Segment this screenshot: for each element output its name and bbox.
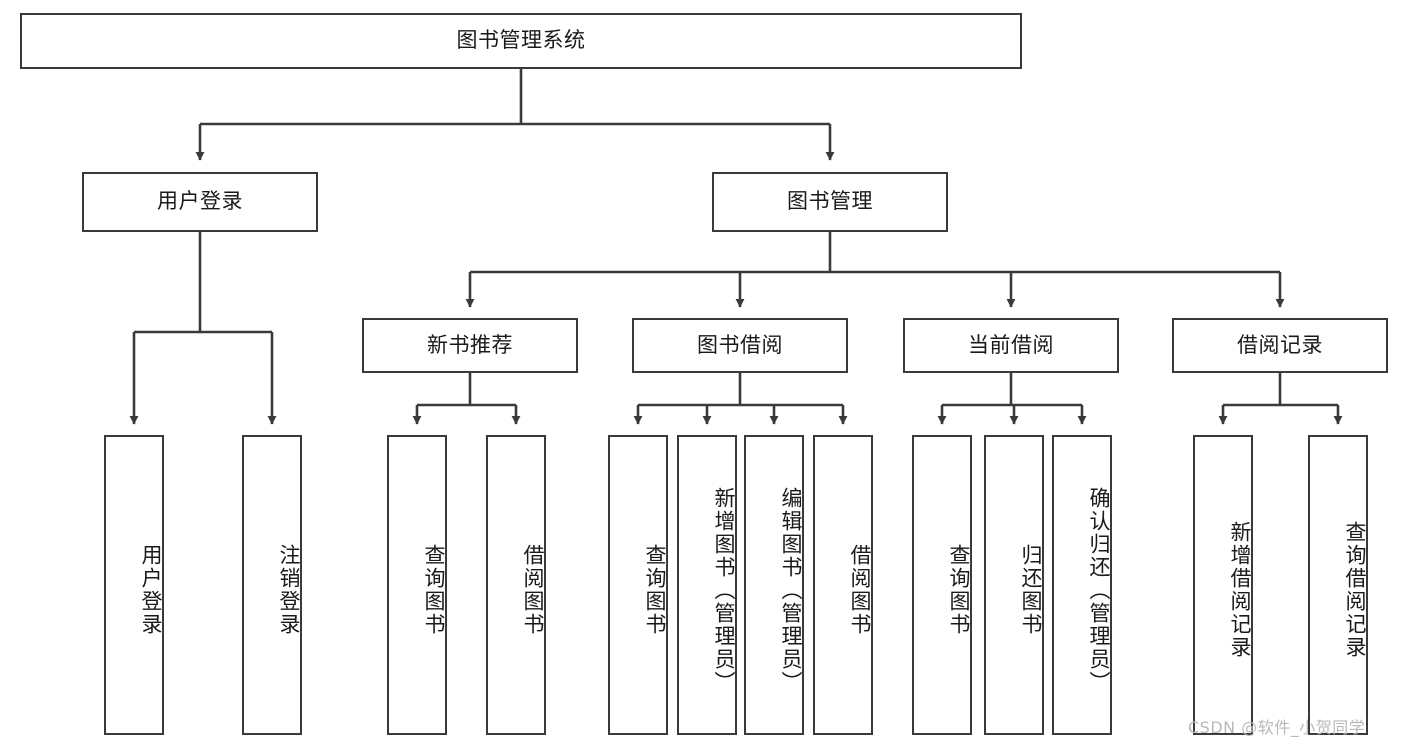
node-leaf-query-book-1[interactable]: 查询图书 [387, 435, 447, 735]
node-leaf-add-book[interactable]: 新增图书（管理员） [677, 435, 737, 735]
node-leaf-borrow-book-1[interactable]: 借阅图书 [486, 435, 546, 735]
node-root[interactable]: 图书管理系统 [20, 13, 1022, 69]
node-leaf-edit-book-label: 编辑图书（管理员） [779, 486, 803, 694]
node-current-borrow[interactable]: 当前借阅 [903, 318, 1119, 373]
node-leaf-borrow-book-2-label: 借阅图书 [848, 544, 872, 636]
node-borrow-record-label: 借阅记录 [1237, 332, 1323, 357]
node-leaf-borrow-book-2[interactable]: 借阅图书 [813, 435, 873, 735]
csdn-watermark: CSDN @软件_小贺同学 [1188, 718, 1366, 737]
node-leaf-query-book-2-label: 查询图书 [643, 544, 667, 636]
node-leaf-add-book-label: 新增图书（管理员） [712, 486, 736, 694]
node-leaf-confirm-return[interactable]: 确认归还（管理员） [1052, 435, 1112, 735]
node-leaf-confirm-return-label: 确认归还（管理员） [1087, 486, 1111, 694]
node-leaf-query-book-1-label: 查询图书 [422, 544, 446, 636]
node-leaf-query-record[interactable]: 查询借阅记录 [1308, 435, 1368, 735]
node-user-login[interactable]: 用户登录 [82, 172, 318, 232]
node-leaf-query-book-2[interactable]: 查询图书 [608, 435, 668, 735]
node-leaf-logout-label: 注销登录 [277, 544, 301, 636]
node-leaf-logout[interactable]: 注销登录 [242, 435, 302, 735]
node-leaf-edit-book[interactable]: 编辑图书（管理员） [744, 435, 804, 735]
node-leaf-add-record[interactable]: 新增借阅记录 [1193, 435, 1253, 735]
node-new-book-rec[interactable]: 新书推荐 [362, 318, 578, 373]
node-leaf-borrow-book-1-label: 借阅图书 [521, 544, 545, 636]
node-book-borrow-label: 图书借阅 [697, 332, 783, 357]
node-root-label: 图书管理系统 [456, 28, 586, 53]
node-leaf-user-login-label: 用户登录 [139, 544, 163, 636]
node-current-borrow-label: 当前借阅 [968, 332, 1054, 357]
node-leaf-add-record-label: 新增借阅记录 [1228, 521, 1252, 659]
node-book-borrow[interactable]: 图书借阅 [632, 318, 848, 373]
node-leaf-query-book-3-label: 查询图书 [947, 544, 971, 636]
node-leaf-query-record-label: 查询借阅记录 [1343, 521, 1367, 659]
node-borrow-record[interactable]: 借阅记录 [1172, 318, 1388, 373]
node-leaf-user-login[interactable]: 用户登录 [104, 435, 164, 735]
node-user-login-label: 用户登录 [157, 189, 243, 214]
node-leaf-query-book-3[interactable]: 查询图书 [912, 435, 972, 735]
node-leaf-return-book-label: 归还图书 [1019, 544, 1043, 636]
node-book-manage[interactable]: 图书管理 [712, 172, 948, 232]
node-new-book-rec-label: 新书推荐 [427, 332, 513, 357]
node-book-manage-label: 图书管理 [787, 189, 873, 214]
node-leaf-return-book[interactable]: 归还图书 [984, 435, 1044, 735]
